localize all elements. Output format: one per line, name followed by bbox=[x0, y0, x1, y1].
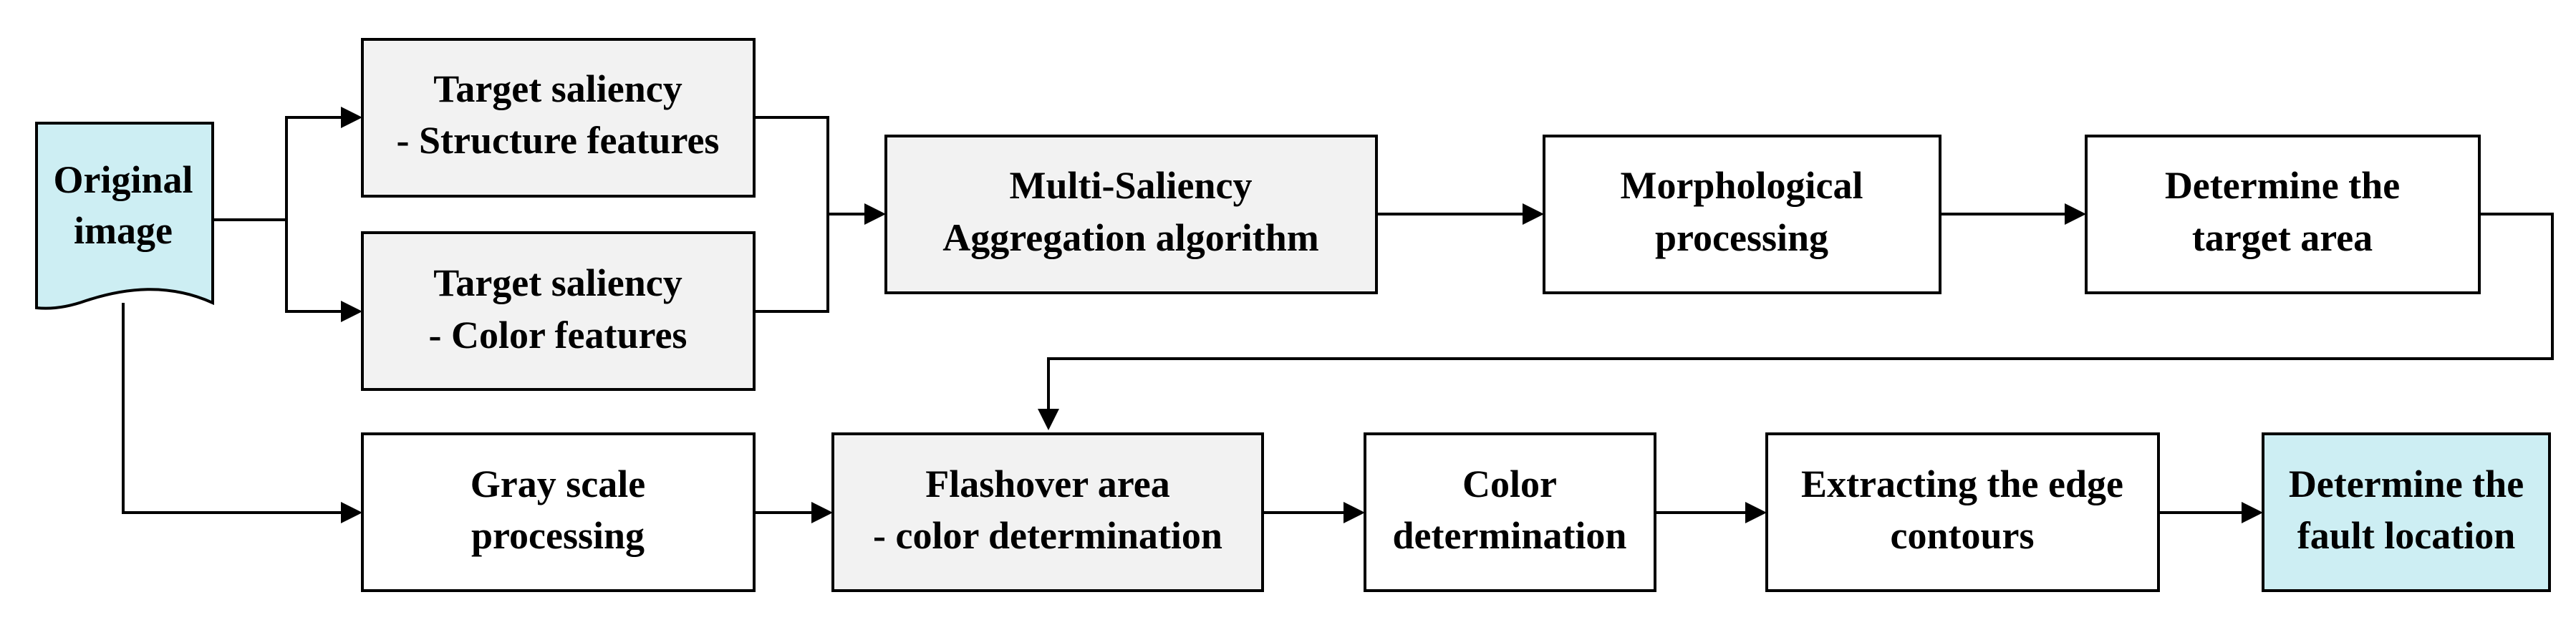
edge-original-to-gray-scale bbox=[122, 303, 341, 514]
box bbox=[2085, 135, 2481, 294]
node-color-determination: Color determination bbox=[1364, 432, 1656, 592]
node-morphological: Morphological processing bbox=[1543, 135, 1941, 294]
edge-saliency-color-merge bbox=[754, 214, 829, 313]
node-saliency-structure-line1: Target saliency bbox=[433, 67, 682, 110]
node-flashover: Flashover area - color determination bbox=[831, 432, 1264, 592]
node-original-image-line2: image bbox=[74, 209, 173, 252]
arrowhead bbox=[1038, 409, 1059, 430]
node-saliency-structure: Target saliency - Structure features bbox=[361, 38, 756, 198]
arrowhead bbox=[1344, 502, 1365, 523]
edge-to-saliency-color bbox=[285, 220, 341, 313]
box bbox=[1765, 432, 2160, 592]
node-multi-saliency-line1: Multi-Saliency bbox=[1010, 164, 1253, 207]
box bbox=[831, 432, 1264, 592]
node-edge-contours-line1: Extracting the edge bbox=[1801, 462, 2123, 505]
node-saliency-color: Target saliency - Color features bbox=[361, 231, 756, 391]
arrowhead bbox=[1523, 203, 1544, 225]
node-color-determination-line1: Color bbox=[1462, 462, 1557, 505]
node-flashover-line1: Flashover area bbox=[925, 462, 1169, 505]
node-saliency-color-line2: - Color features bbox=[429, 314, 688, 357]
node-fault-location-line2: fault location bbox=[2297, 514, 2516, 557]
box bbox=[1364, 432, 1656, 592]
arrowhead bbox=[2065, 203, 2086, 225]
box bbox=[884, 135, 1378, 294]
node-fault-location: Determine the fault location bbox=[2262, 432, 2551, 592]
node-morphological-line2: processing bbox=[1655, 216, 1828, 259]
node-target-area-line2: target area bbox=[2192, 216, 2373, 259]
edge-to-saliency-structure bbox=[285, 116, 341, 220]
arrowhead bbox=[341, 301, 362, 322]
box bbox=[361, 432, 756, 592]
node-original-image: Original image bbox=[35, 122, 214, 310]
node-original-image-line1: Original bbox=[53, 158, 193, 201]
node-color-determination-line2: determination bbox=[1393, 514, 1627, 557]
arrowhead bbox=[811, 502, 833, 523]
arrowhead bbox=[341, 502, 362, 523]
arrowhead bbox=[864, 203, 886, 225]
box bbox=[1543, 135, 1941, 294]
node-target-area: Determine the target area bbox=[2085, 135, 2481, 294]
node-fault-location-line1: Determine the bbox=[2289, 462, 2524, 505]
node-multi-saliency-line2: Aggregation algorithm bbox=[942, 216, 1318, 259]
connectors bbox=[122, 107, 2554, 523]
document-shape bbox=[35, 122, 214, 310]
node-target-area-line1: Determine the bbox=[2165, 164, 2400, 207]
arrowhead bbox=[341, 107, 362, 128]
arrowhead bbox=[1745, 502, 1767, 523]
box bbox=[2262, 432, 2551, 592]
box bbox=[361, 38, 756, 198]
node-saliency-structure-line2: - Structure features bbox=[397, 119, 720, 162]
node-gray-scale: Gray scale processing bbox=[361, 432, 756, 592]
node-gray-scale-line1: Gray scale bbox=[471, 462, 645, 505]
node-morphological-line1: Morphological bbox=[1621, 164, 1863, 207]
node-multi-saliency: Multi-Saliency Aggregation algorithm bbox=[884, 135, 1378, 294]
node-flashover-line2: - color determination bbox=[873, 514, 1222, 557]
node-saliency-color-line1: Target saliency bbox=[433, 261, 682, 304]
node-gray-scale-line2: processing bbox=[471, 514, 645, 557]
node-edge-contours-line2: contours bbox=[1891, 514, 2035, 557]
box bbox=[361, 231, 756, 391]
arrowhead bbox=[2242, 502, 2263, 523]
edge-target-area-to-flashover bbox=[1047, 213, 2554, 409]
edge-saliency-structure-merge bbox=[754, 116, 829, 214]
node-edge-contours: Extracting the edge contours bbox=[1765, 432, 2160, 592]
